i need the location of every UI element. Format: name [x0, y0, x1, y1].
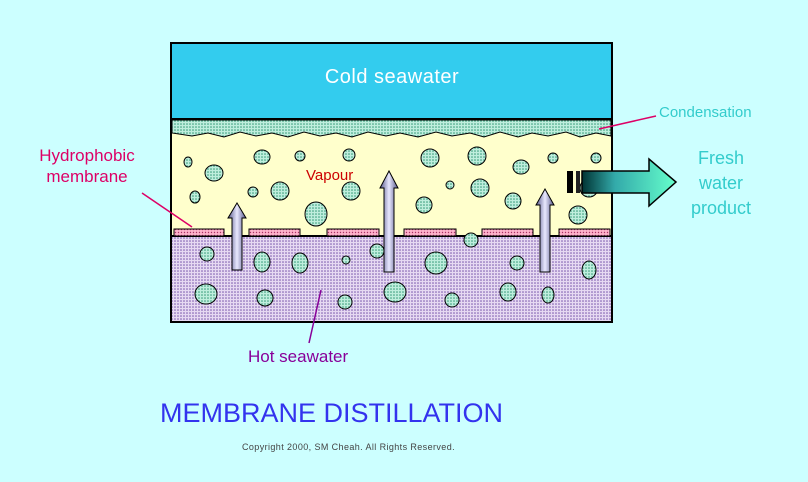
vapour-arrows — [227, 169, 555, 273]
cold-seawater-layer — [170, 42, 613, 120]
hydrophobic-membrane — [173, 228, 611, 237]
hot-seawater-droplets — [194, 232, 597, 310]
copyright-notice: Copyright 2000, SM Cheah. All Rights Res… — [242, 442, 455, 452]
condensation-label: Condensation — [659, 104, 752, 121]
hot-seawater-leader-line — [308, 289, 322, 344]
condensation-leader-line — [598, 115, 657, 130]
diagram-title: MEMBRANE DISTILLATION — [160, 398, 504, 428]
hydrophobic-membrane-label: Hydrophobic membrane — [39, 146, 135, 186]
fresh-water-product-label: Fresh water product — [690, 148, 752, 218]
cold-seawater-label: Cold seawater — [324, 66, 460, 88]
membrane-leader-line — [141, 192, 193, 228]
hot-seawater-label: Hot seawater — [248, 347, 349, 366]
condensation-layer — [171, 119, 612, 138]
fresh-water-arrow — [567, 157, 678, 208]
vapour-label: Vapour — [306, 167, 354, 184]
